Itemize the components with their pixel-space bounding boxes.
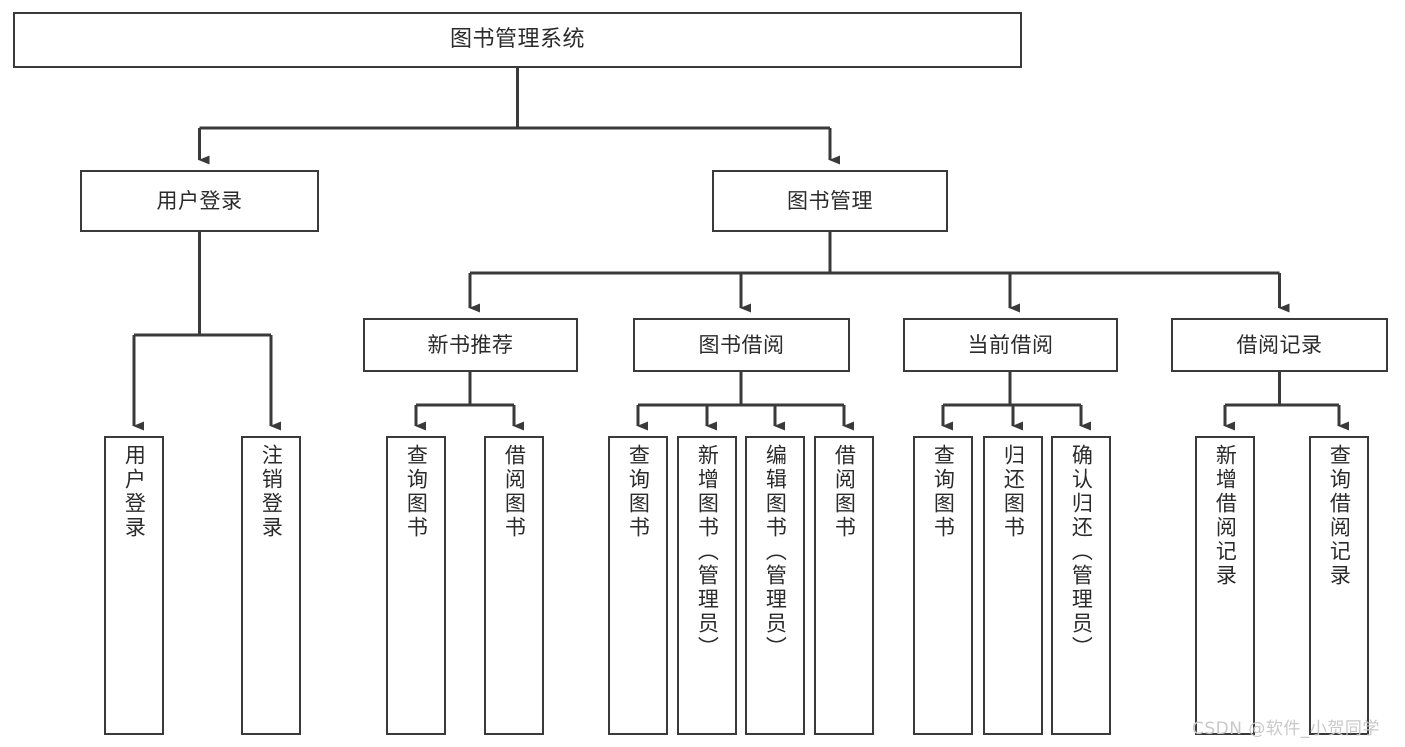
node-new-book-recommend[interactable]: 新书推荐 (363, 318, 578, 372)
leaf-borrow-books[interactable]: 借阅图书 (814, 436, 874, 735)
leaf-return-books-label: 归还图书 (1001, 444, 1026, 540)
leaf-edit-book-admin[interactable]: 编辑图书（管理员） (745, 436, 805, 735)
leaf-add-borrow-record[interactable]: 新增借阅记录 (1195, 436, 1255, 735)
leaf-borrow-books-label: 借阅图书 (832, 444, 857, 540)
leaf-query-books-current-label: 查询图书 (931, 444, 956, 540)
leaf-query-borrow-record-label: 查询借阅记录 (1327, 444, 1352, 588)
leaf-add-book-admin[interactable]: 新增图书（管理员） (677, 436, 737, 735)
node-root[interactable]: 图书管理系统 (13, 12, 1022, 68)
node-book-management[interactable]: 图书管理 (712, 170, 948, 232)
node-borrow-records-label: 借阅记录 (1236, 332, 1323, 357)
leaf-user-login[interactable]: 用户登录 (104, 436, 164, 735)
node-current-borrow-label: 当前借阅 (967, 332, 1054, 357)
leaf-borrow-books-recommend-label: 借阅图书 (502, 444, 527, 540)
node-root-label: 图书管理系统 (449, 27, 585, 52)
leaf-query-borrow-record[interactable]: 查询借阅记录 (1309, 436, 1369, 735)
leaf-confirm-return-admin-label: 确认归还（管理员） (1069, 444, 1094, 660)
leaf-return-books[interactable]: 归还图书 (983, 436, 1043, 735)
node-current-borrow[interactable]: 当前借阅 (903, 318, 1118, 372)
node-book-borrow-label: 图书借阅 (698, 332, 785, 357)
node-user-login[interactable]: 用户登录 (80, 170, 319, 232)
leaf-query-books-current[interactable]: 查询图书 (913, 436, 973, 735)
leaf-edit-book-admin-label: 编辑图书（管理员） (763, 444, 788, 660)
leaf-confirm-return-admin[interactable]: 确认归还（管理员） (1051, 436, 1111, 735)
leaf-logout[interactable]: 注销登录 (241, 436, 301, 735)
leaf-query-books-borrow-label: 查询图书 (626, 444, 651, 540)
node-new-book-recommend-label: 新书推荐 (427, 332, 514, 357)
leaf-query-books-recommend-label: 查询图书 (404, 444, 429, 540)
leaf-query-books-recommend[interactable]: 查询图书 (386, 436, 446, 735)
leaf-query-books-borrow[interactable]: 查询图书 (608, 436, 668, 735)
leaf-add-book-admin-label: 新增图书（管理员） (695, 444, 720, 660)
leaf-logout-label: 注销登录 (259, 444, 284, 540)
leaf-borrow-books-recommend[interactable]: 借阅图书 (484, 436, 544, 735)
node-book-management-label: 图书管理 (787, 188, 873, 213)
leaf-user-login-label: 用户登录 (122, 444, 147, 540)
node-book-borrow[interactable]: 图书借阅 (633, 318, 850, 372)
node-borrow-records[interactable]: 借阅记录 (1171, 318, 1388, 372)
node-user-login-label: 用户登录 (156, 188, 243, 213)
leaf-add-borrow-record-label: 新增借阅记录 (1213, 444, 1238, 588)
